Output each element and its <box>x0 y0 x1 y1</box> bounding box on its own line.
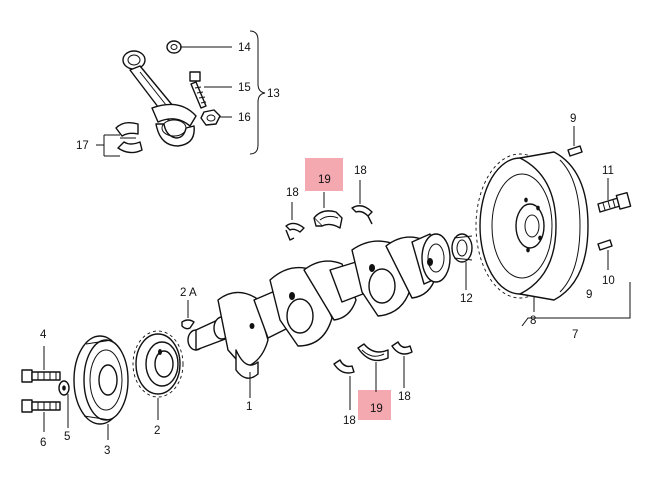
bracket-17 <box>96 134 120 157</box>
callout-18-upper-right: 18 <box>354 165 367 177</box>
callout-13: 13 <box>267 88 280 100</box>
thrust-washer-upper-left[interactable] <box>285 222 305 241</box>
callout-7: 7 <box>572 329 578 341</box>
callout-4: 4 <box>40 329 47 341</box>
dowel-pin-upper[interactable] <box>567 145 583 157</box>
callout-3: 3 <box>104 445 110 457</box>
needle-bearing[interactable] <box>451 233 473 263</box>
callout-11: 11 <box>602 165 614 177</box>
bracket-13 <box>249 30 266 155</box>
main-bearing-shell-lower[interactable] <box>357 343 389 362</box>
callout-10: 10 <box>602 275 615 287</box>
thrust-washer-lower-left[interactable] <box>333 359 355 374</box>
highlight-box-19-top <box>305 158 343 191</box>
connecting-rod-bolt[interactable] <box>189 71 207 109</box>
connecting-rod-bearing-shells[interactable] <box>115 121 143 154</box>
callout-2a: 2 A <box>180 287 197 299</box>
callout-18-lower-left: 18 <box>343 415 356 427</box>
callout-8: 8 <box>530 315 536 327</box>
callout-1: 1 <box>246 401 252 413</box>
main-bearing-shell-upper[interactable] <box>313 210 343 229</box>
callout-5: 5 <box>64 431 70 443</box>
callout-2: 2 <box>154 425 160 437</box>
pulley-bolt-upper[interactable] <box>21 369 61 383</box>
thrust-washer-upper-right[interactable] <box>351 205 373 225</box>
connecting-rod[interactable] <box>122 50 197 147</box>
pulley-washer[interactable] <box>58 380 70 396</box>
callout-14: 14 <box>238 42 251 54</box>
crankshaft-sprocket[interactable] <box>132 330 184 398</box>
highlight-box-19-bottom <box>358 390 391 420</box>
callout-17: 17 <box>76 140 89 152</box>
dowel-pin-lower[interactable] <box>597 239 613 251</box>
flywheel-bolt[interactable] <box>597 191 632 213</box>
callout-19-upper: 19 <box>318 174 331 186</box>
flywheel-drum[interactable] <box>519 151 589 301</box>
small-end-bushing[interactable] <box>166 40 182 54</box>
callout-6: 6 <box>40 437 46 449</box>
callout-15: 15 <box>238 82 251 94</box>
crankshaft[interactable] <box>187 233 451 379</box>
callout-18-lower-right: 18 <box>398 391 411 403</box>
callout-18-upper-left: 18 <box>286 187 299 199</box>
woodruff-key[interactable] <box>181 319 195 330</box>
callout-19-lower: 19 <box>370 403 383 415</box>
bracket-7 <box>521 282 631 327</box>
vibration-damper-pulley[interactable] <box>73 335 129 425</box>
callout-9-lower: 9 <box>586 289 592 301</box>
callout-16: 16 <box>238 112 251 124</box>
connecting-rod-nut[interactable] <box>200 109 221 126</box>
callout-12: 12 <box>460 293 473 305</box>
callout-9-upper: 9 <box>570 113 576 125</box>
thrust-washer-lower-right[interactable] <box>391 341 413 355</box>
pulley-bolt-lower[interactable] <box>21 399 61 413</box>
